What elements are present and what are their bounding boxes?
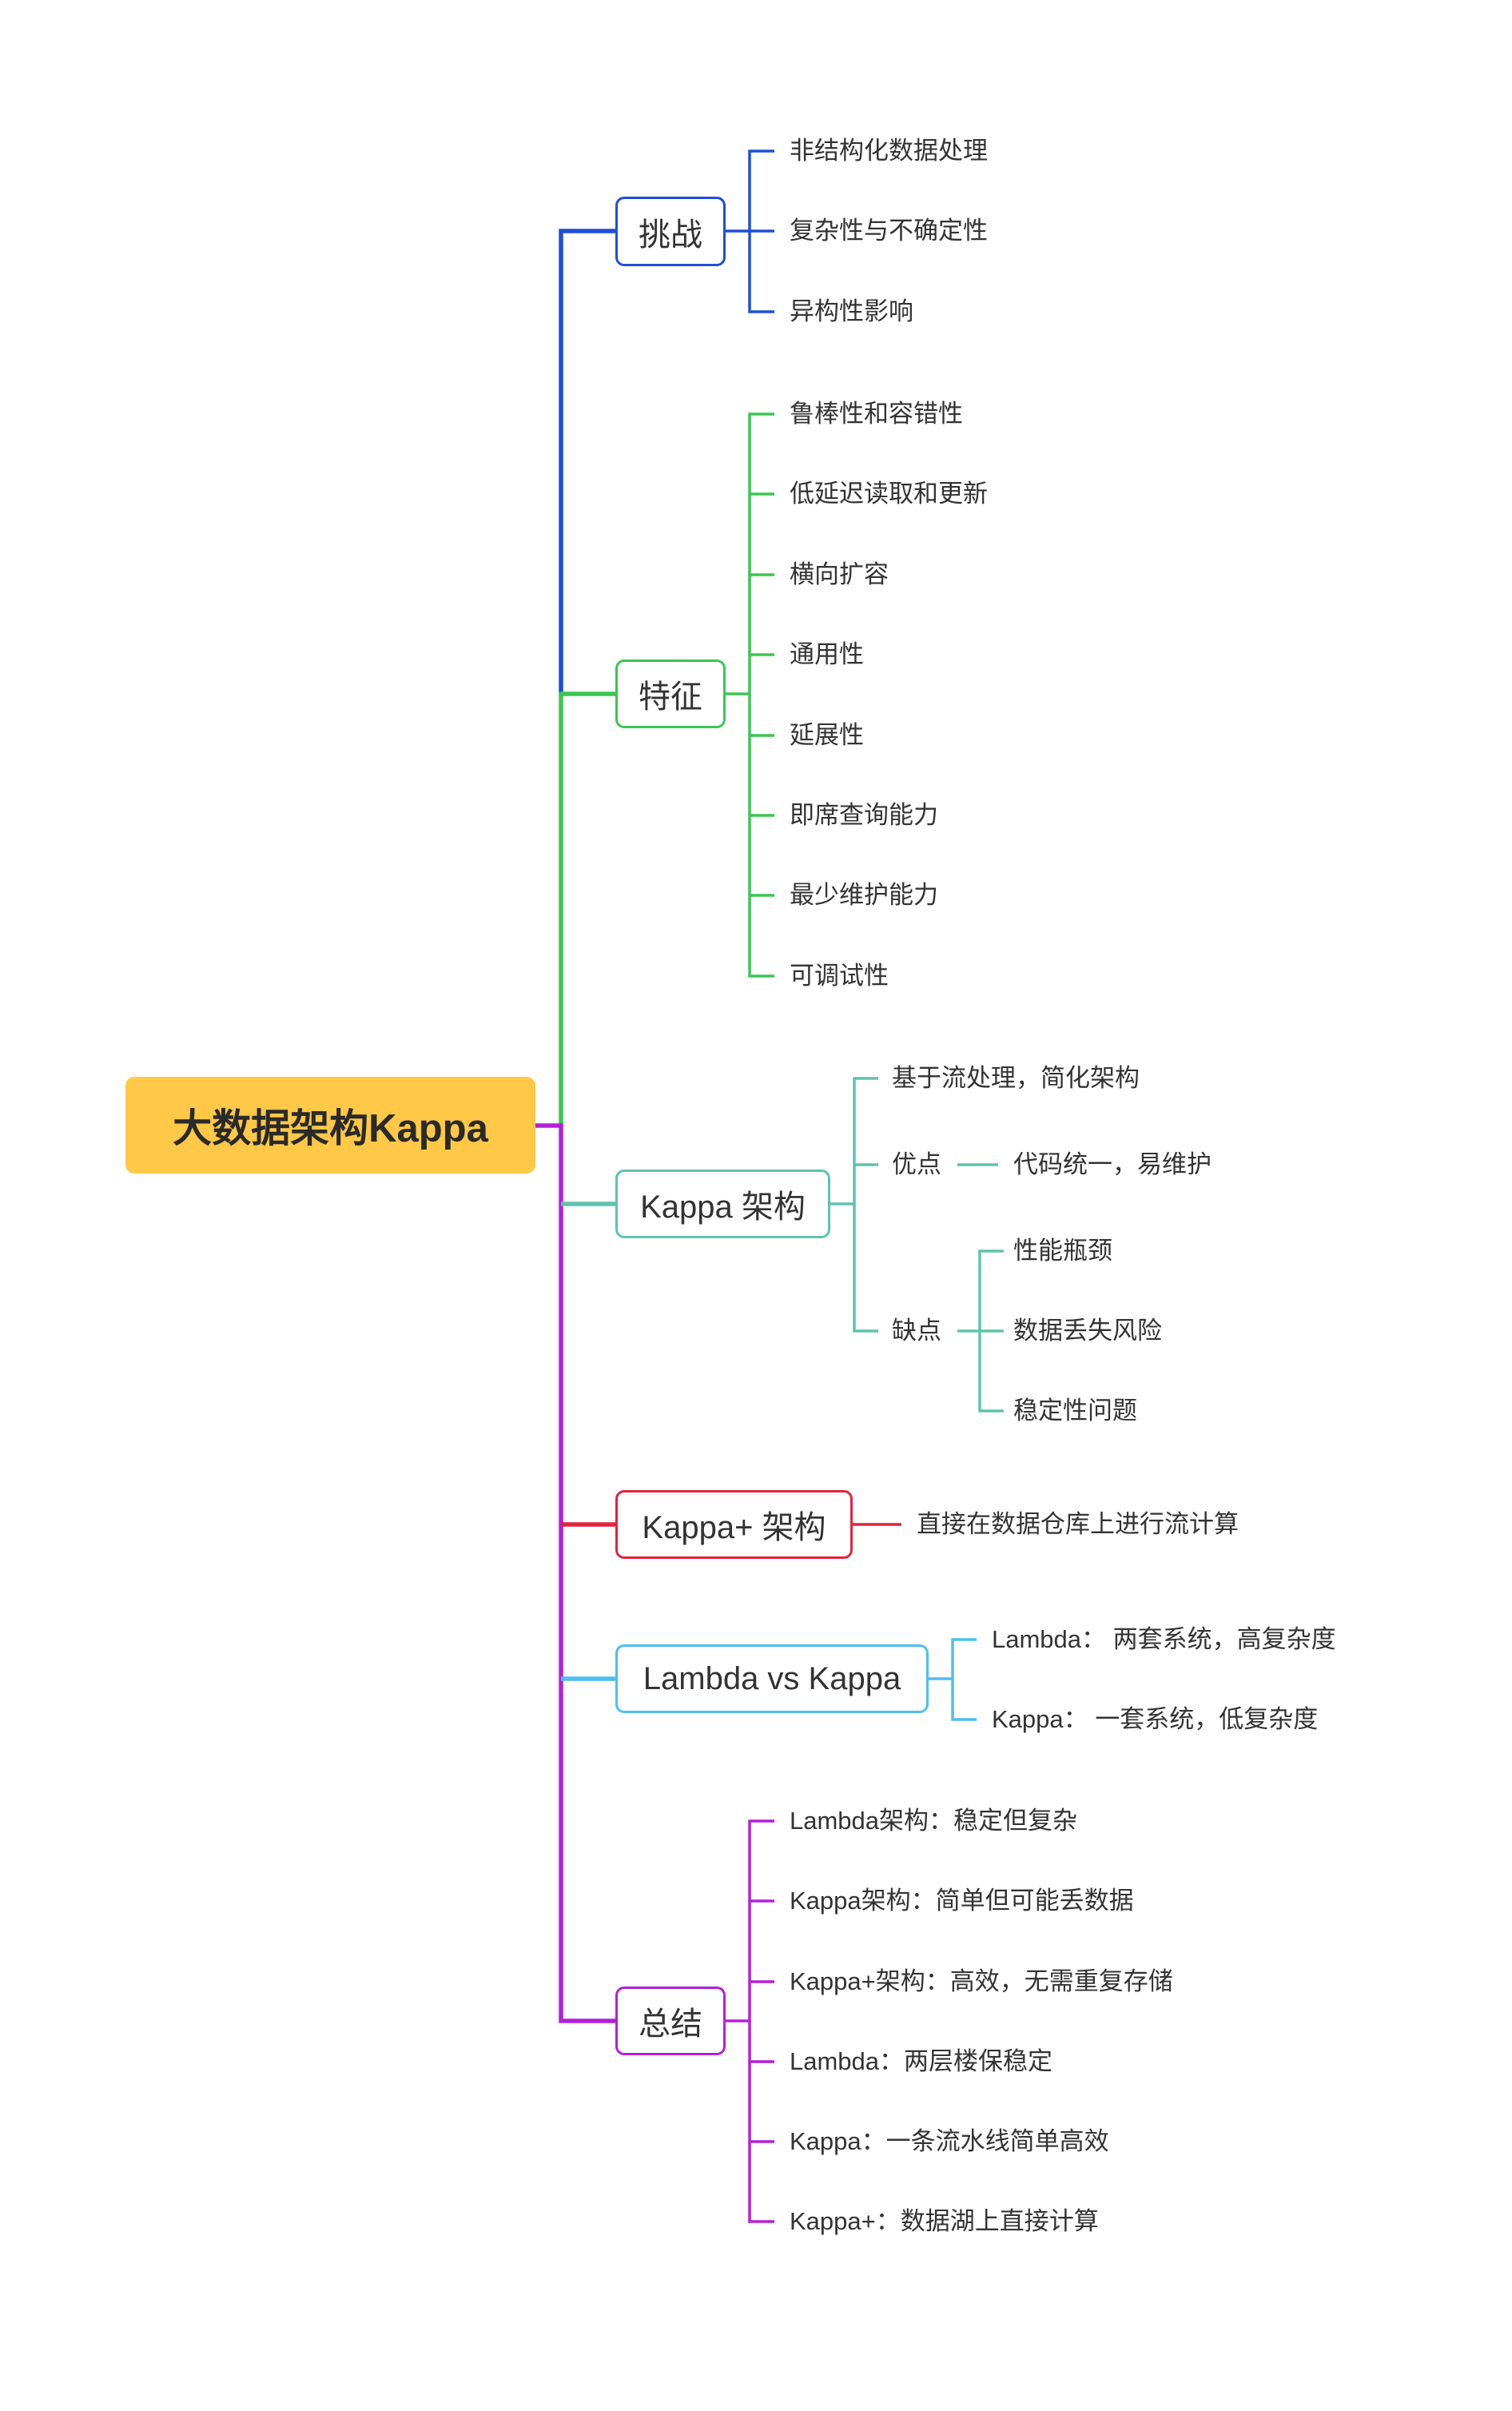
subtopic: 非结构化数据处理 — [790, 137, 988, 165]
leaf-bracket — [853, 1077, 878, 1333]
subtopic: 性能瓶颈 — [1013, 1237, 1112, 1265]
subtopic: 鲁棒性和容错性 — [790, 400, 963, 428]
trunk-line-summary — [535, 1123, 615, 2023]
subtopic: Lambda架构：稳定但复杂 — [790, 1807, 1078, 1835]
topic-summary: 总结 — [615, 1987, 726, 2055]
subtopic: 复杂性与不确定性 — [790, 217, 988, 245]
trunk-line-features — [559, 691, 615, 1126]
subtopic: 可调试性 — [790, 962, 889, 990]
subtopic: 异构性影响 — [790, 297, 913, 325]
subtopic: 数据丢失风险 — [1013, 1317, 1162, 1345]
subtopic: 横向扩容 — [790, 560, 889, 588]
cons-bracket — [978, 1249, 1004, 1413]
topic-challenges: 挑战 — [615, 197, 726, 266]
subtopic: Kappa架构：简单但可能丢数据 — [790, 1887, 1134, 1915]
subtopic: Kappa+：数据湖上直接计算 — [790, 2207, 1099, 2235]
subtopic: Kappa： 一套系统，低复杂度 — [992, 1705, 1319, 1733]
topic-features: 特征 — [615, 660, 726, 728]
subtopic: 代码统一，易维护 — [1013, 1150, 1212, 1178]
subtopic: Kappa：一条流水线简单高效 — [790, 2127, 1109, 2155]
subtopic: 直接在数据仓库上进行流计算 — [917, 1510, 1239, 1538]
subtopic: 即席查询能力 — [790, 801, 938, 829]
leaf-bracket — [748, 412, 774, 978]
trunk-line-challenges — [559, 229, 615, 694]
subtopic: 延展性 — [790, 721, 864, 749]
topic-kappa-plus-architecture: Kappa+ 架构 — [615, 1490, 853, 1559]
leaf-bracket — [748, 149, 774, 313]
subtopic: 低延迟读取和更新 — [790, 480, 988, 508]
topic-kappa-architecture: Kappa 架构 — [615, 1170, 830, 1238]
root-topic: 大数据架构Kappa — [125, 1077, 535, 1174]
topic-lambda-vs-kappa: Lambda vs Kappa — [615, 1644, 929, 1713]
subtopic: Lambda：两层楼保稳定 — [790, 2047, 1053, 2075]
subtopic: Lambda： 两套系统，高复杂度 — [992, 1625, 1336, 1653]
subtopic-pros: 优点 — [892, 1150, 941, 1178]
subtopic-cons: 缺点 — [892, 1317, 941, 1345]
subtopic: 基于流处理，简化架构 — [892, 1064, 1140, 1092]
subtopic: 稳定性问题 — [1013, 1397, 1137, 1425]
subtopic: 通用性 — [790, 640, 864, 668]
subtopic: 最少维护能力 — [790, 881, 938, 909]
leaf-bracket — [748, 1819, 774, 2223]
subtopic: Kappa+架构：高效，无需重复存储 — [790, 1967, 1173, 1995]
leaf-bracket — [951, 1638, 977, 1721]
